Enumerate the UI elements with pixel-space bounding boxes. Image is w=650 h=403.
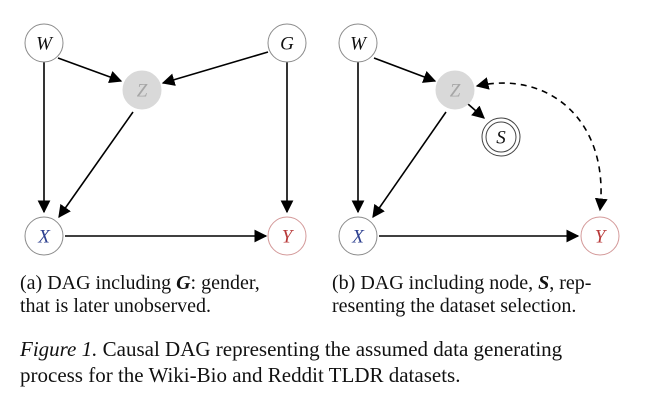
subcaption-a-line2: that is later unobserved. bbox=[20, 295, 212, 317]
node-y-label: Y bbox=[595, 227, 608, 248]
subcaption-b-line1: (b) DAG including node, S, rep- bbox=[332, 272, 592, 294]
node-g: G bbox=[267, 23, 307, 63]
subcaption-a-variable: G bbox=[176, 272, 191, 294]
dag-panel-a: W G Z X Y bbox=[24, 23, 307, 256]
node-y: Y bbox=[267, 216, 307, 256]
node-w: W bbox=[338, 23, 378, 63]
edge-z-to-x bbox=[58, 111, 134, 219]
node-s-selection: S bbox=[481, 117, 521, 157]
node-y-label: Y bbox=[282, 227, 295, 248]
node-x: X bbox=[338, 216, 378, 256]
node-z-latent: Z bbox=[435, 70, 475, 110]
edge-z-to-x bbox=[372, 111, 447, 219]
edge-g-to-z bbox=[161, 51, 269, 86]
node-x-label: X bbox=[351, 227, 365, 248]
edge-z-y-dashed-bidirected bbox=[475, 77, 608, 212]
subcaption-b: (b) DAG including node, S, rep- resentin… bbox=[332, 272, 632, 318]
figure-caption: Figure 1. Causal DAG representing the as… bbox=[20, 336, 640, 388]
subcaption-b-variable: S bbox=[538, 272, 550, 294]
figure-caption-line2: process for the Wiki-Bio and Reddit TLDR… bbox=[20, 363, 461, 387]
node-y: Y bbox=[580, 216, 620, 256]
edge-z-to-s bbox=[467, 103, 485, 119]
subcaption-a: (a) DAG including G: gender, that is lat… bbox=[20, 272, 320, 318]
figure-caption-label: Figure 1. bbox=[20, 337, 98, 361]
node-w-label: W bbox=[350, 34, 368, 55]
figure-caption-line1: Figure 1. Causal DAG representing the as… bbox=[20, 337, 563, 361]
subcaption-b-line2: resenting the dataset selection. bbox=[332, 295, 577, 317]
node-w-label: W bbox=[36, 34, 54, 55]
edge-w-to-z bbox=[57, 57, 123, 84]
node-g-label: G bbox=[280, 34, 294, 55]
node-z-latent: Z bbox=[122, 70, 162, 110]
node-x-label: X bbox=[37, 227, 51, 248]
node-x: X bbox=[24, 216, 64, 256]
node-w: W bbox=[24, 23, 64, 63]
edge-w-to-z bbox=[373, 57, 437, 83]
dag-panel-b: W Z S X Y bbox=[338, 23, 620, 256]
causal-dag-figure: W G Z X Y W bbox=[24, 23, 620, 256]
node-z-label: Z bbox=[450, 81, 461, 102]
subcaption-a-line1: (a) DAG including G: gender, bbox=[20, 272, 260, 294]
node-z-label: Z bbox=[137, 81, 148, 102]
node-s-label: S bbox=[496, 128, 506, 149]
